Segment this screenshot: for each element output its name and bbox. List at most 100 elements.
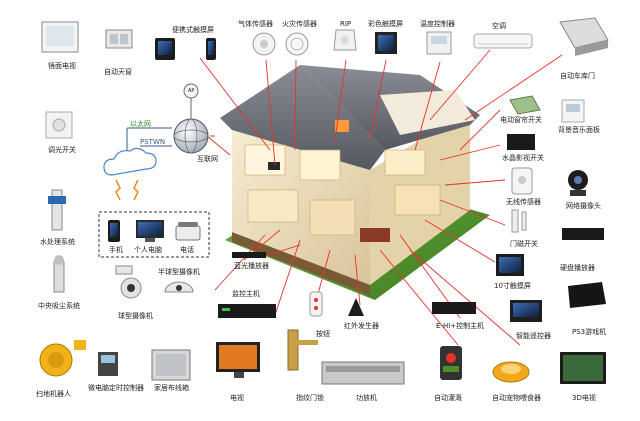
ps3-icon [568,282,606,308]
ehi-host-icon [432,302,476,314]
rip-sensor-icon [333,29,357,51]
garage-door-icon [559,17,609,56]
label-control-host: 监控主机 [232,290,260,298]
line-wireless-sensor [444,179,506,186]
label-ps3: PS3游戏机 [572,328,607,336]
auto-irrigation-icon [440,346,462,380]
curtain-switch-icon [509,95,541,115]
wireless-sensor-icon [511,167,533,195]
room-window-5 [384,149,426,176]
label-personal-computer: 个人电脑 [134,246,162,254]
smart-remote-icon [510,300,542,322]
robot-vacuum-icon [39,340,86,377]
label-pet-feeder: 自动宠物喂食器 [492,394,541,402]
line-door-switch [439,199,506,226]
ground-edge [232,232,370,295]
terminal-group-box [98,211,210,258]
dimmer-switch-icon [45,111,73,139]
label-mobile-phone: 手机 [109,246,123,254]
label-3d-tv: 3D电视 [572,394,596,402]
mini-controller-icon [98,352,118,376]
background-music-icon [561,99,585,123]
touchscreen-10-icon [496,254,524,276]
line-hub-to-house [206,135,231,156]
room-lamp [335,120,349,132]
label-ethernet: 以太网 [130,120,151,128]
bluray-player-icon [232,252,266,258]
label-background-music: 背景音乐面板 [558,126,600,134]
label-bluray-player: 蓝光播放器 [234,262,269,270]
network-camera-icon [568,170,588,196]
signal-zigzag-2 [133,179,139,201]
line-portable-touchscreen [199,57,271,151]
label-crystal-tv-switch: 水晶影视开关 [502,154,544,162]
telephone-icon [175,222,201,241]
label-amplifier: 功放机 [356,394,377,402]
label-auto-skylight: 自动天窗 [104,68,132,76]
signal-zigzag-1 [115,179,121,201]
hard-disk-player-icon [562,228,604,240]
label-air-conditioner: 空调 [492,22,506,30]
label-ball-camera: 球型摄像机 [118,312,153,320]
line-thermostat [414,61,441,151]
cloud-icon [103,147,157,176]
line-irrigation [379,249,459,346]
fingerprint-lock-icon [287,329,318,371]
ir-transmitter-icon [348,298,364,316]
room-window-4 [309,199,356,236]
thermostat-icon [426,31,452,55]
label-auto-irrigation: 自动灌溉 [434,394,462,402]
line-crystal-switch [439,144,501,161]
room-tv [268,162,280,170]
house-illustration [220,65,490,300]
mirror-tv-icon [41,21,79,53]
label-mini-controller: 微电脑定时控制器 [88,384,144,392]
room-window-3 [247,189,299,223]
network-hub [98,83,215,258]
air-conditioner-icon [473,33,533,49]
label-internet: 互联网 [197,155,218,163]
label-smart-remote: 智能遥控器 [516,332,551,340]
label-half-dome-camera: 半球型摄像机 [158,268,200,276]
label-wireless-sensor: 无线传感器 [506,198,541,206]
line-curtain-switch [459,109,501,151]
color-touchscreen-icon [375,32,397,54]
line-control-host [274,239,301,316]
label-ap: AP [188,88,195,94]
label-color-touchscreen: 彩色触摸屏 [368,20,403,28]
wiring-box-icon [151,349,191,381]
ap-node-icon [183,83,199,99]
portable-touchscreen-icon [155,38,216,60]
3d-tv-icon [560,352,606,384]
line-garage-door [464,54,563,121]
mobile-phone-icon [108,220,120,242]
label-pstwn: PSTWN [140,138,166,146]
label-fingerprint-lock: 指纹门锁 [296,394,324,402]
house-roof-left [220,65,385,170]
control-host-icon [218,304,276,318]
fire-sensor-icon [285,32,309,56]
label-telephone: 电话 [180,246,194,254]
label-ir-transmitter: 红外发生器 [344,322,379,330]
personal-computer-icon [136,220,164,242]
label-door-switch: 门磁开关 [510,240,538,248]
room-window-6 [394,184,441,216]
label-ehi-host: E-HI+控制主机 [436,322,485,330]
label-key-fob: 按钮 [316,330,330,338]
label-garage-door: 自动车库门 [560,72,595,80]
pet-feeder-icon [492,361,530,383]
label-portable-touchscreen: 便携式触摸屏 [172,26,214,34]
label-fire-sensor: 火灾传感器 [282,20,317,28]
label-network-camera: 网络摄像头 [566,202,601,210]
label-touchscreen-10: 10寸触摸屏 [494,282,531,290]
line-rip [334,59,347,141]
label-robot-vacuum: 扫地机器人 [36,390,71,398]
line-ir-transmitter [354,254,361,306]
line-dome-camera [214,234,266,291]
label-mirror-tv: 镜面电视 [48,62,76,70]
label-dimmer-switch: 调光开关 [48,146,76,154]
line-color-touchscreen [369,59,387,141]
amplifier-icon [321,361,405,385]
central-vacuum-icon [53,255,65,293]
